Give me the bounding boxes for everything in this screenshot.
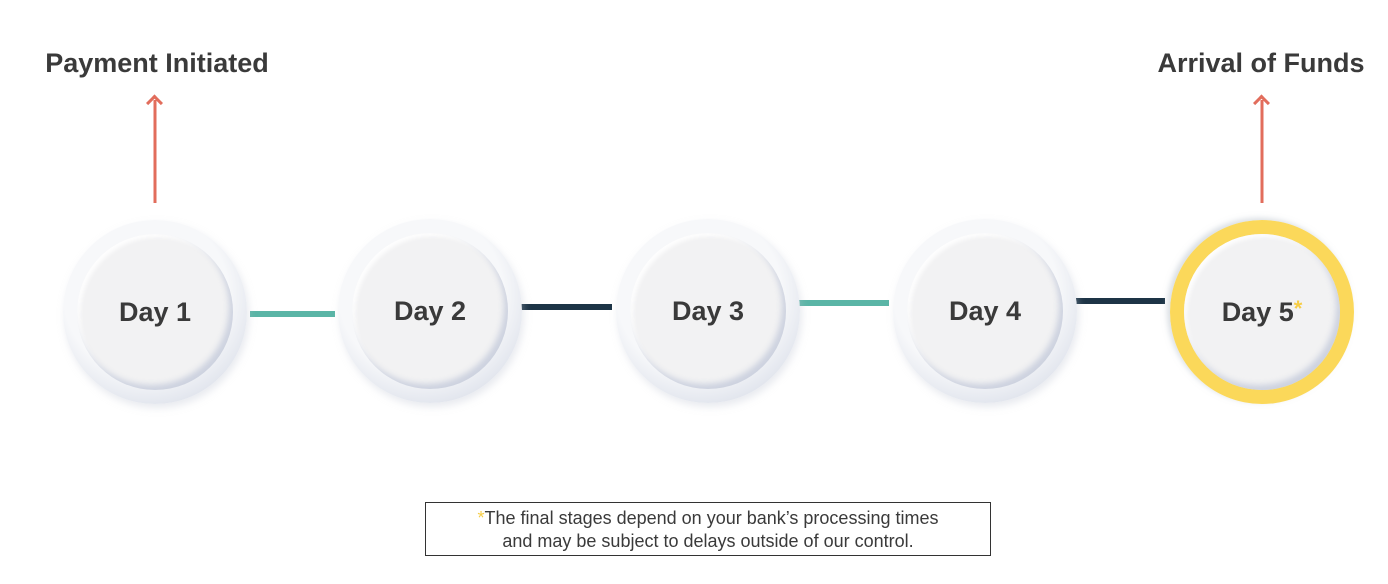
footnote-line-1: The final stages depend on your bank’s p…	[484, 508, 939, 528]
payment-initiated-label: Payment Initiated	[45, 48, 269, 78]
connector-line	[797, 300, 889, 306]
asterisk-marker: *	[1293, 296, 1303, 321]
footnote-box: *The final stages depend on your bank’s …	[425, 502, 991, 556]
connector-line	[1073, 298, 1165, 304]
arrival-of-funds-label: Arrival of Funds	[1157, 48, 1365, 78]
day-label: Day 5	[1221, 296, 1294, 327]
footnote-line-2: and may be subject to delays outside of …	[502, 531, 914, 551]
day-4-node: Day 4	[893, 219, 1077, 403]
connector-line	[250, 311, 335, 317]
day-3-node: Day 3	[616, 219, 800, 403]
asterisk-marker: *	[477, 508, 485, 528]
day-label: Day 2	[352, 233, 508, 389]
day-2-node: Day 2	[338, 219, 522, 403]
day-5-node: Day 5*	[1170, 220, 1354, 404]
arrow-up-icon	[1260, 100, 1264, 203]
day-1-node: Day 1	[63, 220, 247, 404]
day-label: Day 4	[907, 233, 1063, 389]
arrow-up-icon	[153, 100, 157, 203]
day-label: Day 3	[630, 233, 786, 389]
connector-line	[520, 304, 612, 310]
day-label: Day 1	[77, 234, 233, 390]
day-5-content: Day 5*	[1184, 234, 1340, 390]
